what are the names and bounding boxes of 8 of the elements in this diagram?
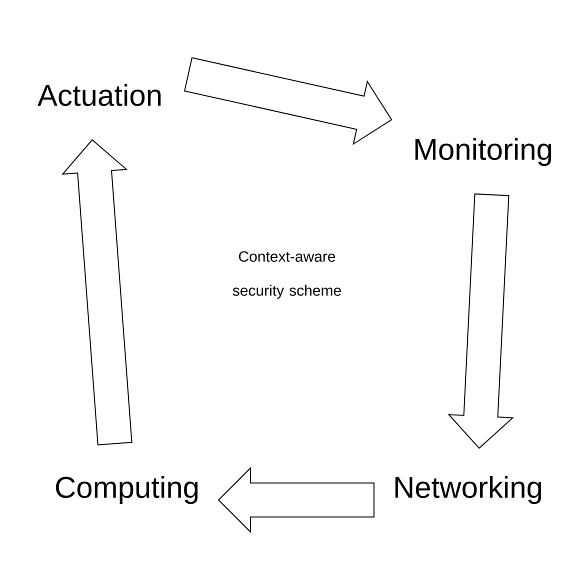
block-arrow xyxy=(218,466,374,534)
node-label: Networking xyxy=(395,476,542,504)
block-arrow xyxy=(62,139,132,446)
center-text: Context-aware security scheme xyxy=(232,251,341,299)
block-arrow xyxy=(448,193,514,449)
node-label: Monitoring xyxy=(415,138,552,166)
node-label: Computing xyxy=(56,476,198,504)
node-label: Actuation xyxy=(38,84,161,106)
